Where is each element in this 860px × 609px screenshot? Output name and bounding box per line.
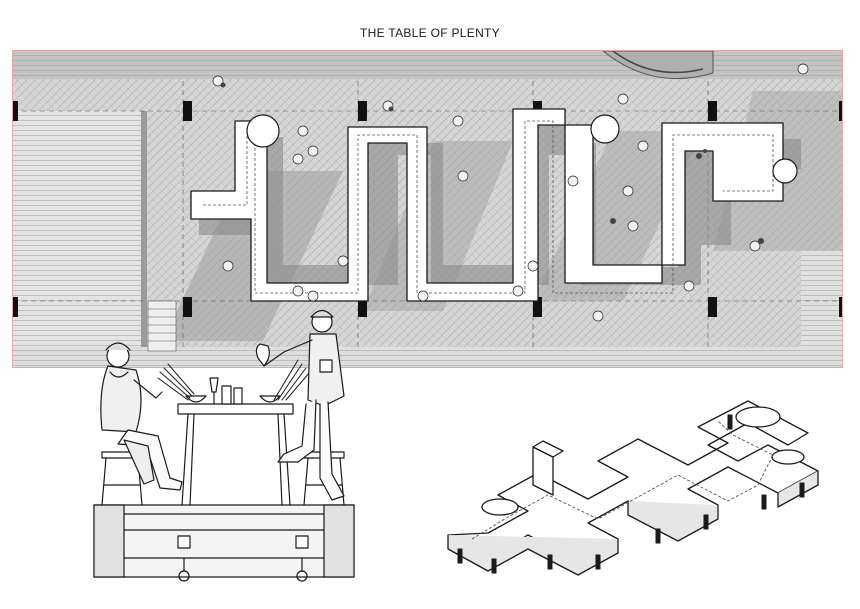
site-plan-drawing bbox=[13, 51, 842, 367]
table-section bbox=[88, 300, 448, 600]
table-axonometric bbox=[428, 345, 828, 590]
table-axonometric-drawing bbox=[447, 400, 819, 576]
drawing-title: THE TABLE OF PLENTY bbox=[360, 26, 500, 40]
site-plan bbox=[12, 50, 843, 368]
table-section-drawing bbox=[93, 309, 355, 582]
